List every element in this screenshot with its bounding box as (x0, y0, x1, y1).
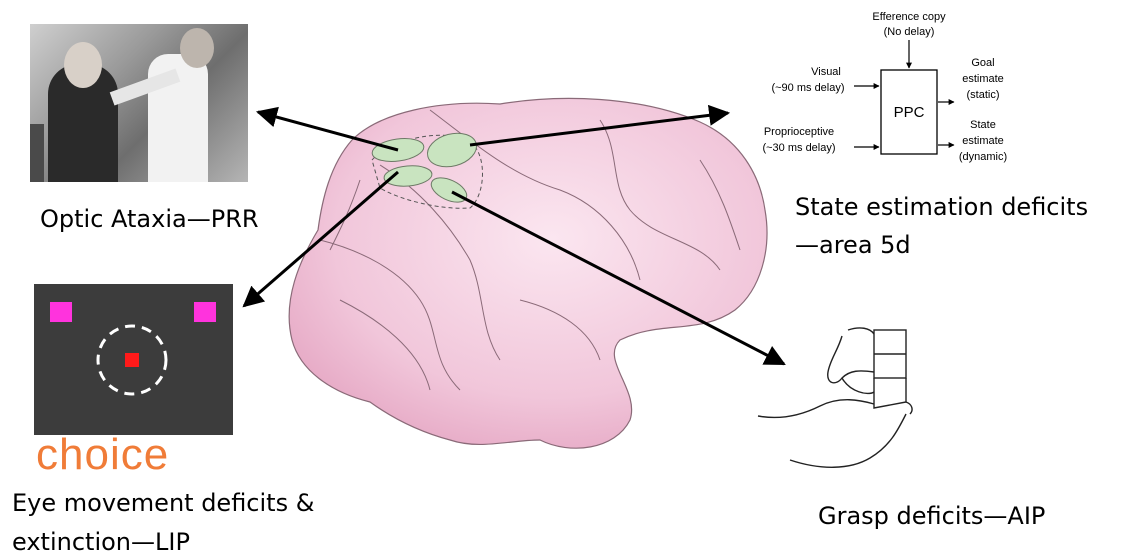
state-label: State (970, 119, 996, 131)
goal-static: (static) (967, 89, 1000, 101)
choice-label: choice (36, 432, 169, 478)
brain-illustration (289, 98, 767, 448)
optic-ataxia-photo (30, 24, 248, 182)
caption-grasp: Grasp deficits—AIP (818, 501, 1045, 531)
fixation-point (125, 353, 139, 367)
goal-estimate: estimate (962, 73, 1004, 85)
caption-eye-movement-line1: Eye movement deficits & (12, 488, 314, 518)
photo-head-standing (180, 28, 214, 68)
state-dynamic: (dynamic) (959, 151, 1007, 163)
proprioceptive-label: Proprioceptive (764, 126, 834, 138)
caption-optic-ataxia: Optic Ataxia—PRR (40, 204, 259, 234)
efference-delay: (No delay) (884, 26, 935, 38)
caption-eye-movement-line2: extinction—LIP (12, 527, 190, 557)
brain-body (289, 98, 767, 448)
choice-task-panel (34, 284, 233, 435)
caption-state-estimation-line1: State estimation deficits (795, 192, 1088, 222)
visual-delay: (~90 ms delay) (771, 82, 844, 94)
photo-chair (30, 124, 44, 182)
visual-label: Visual (811, 66, 841, 78)
target-right (194, 302, 216, 322)
caption-state-estimation-line2: —area 5d (795, 230, 911, 260)
photo-figure-standing (148, 54, 208, 182)
proprioceptive-delay: (~30 ms delay) (762, 142, 835, 154)
target-left (50, 302, 72, 322)
state-estimate: estimate (962, 135, 1004, 147)
grasp-illustration (758, 328, 912, 467)
efference-label: Efference copy (872, 11, 946, 23)
photo-head-seated (64, 42, 102, 88)
ppc-box-label: PPC (894, 104, 925, 121)
goal-label: Goal (971, 57, 994, 69)
task-display (34, 284, 233, 435)
ppc-block-diagram: PPC Efference copy (No delay) Visual (~9… (762, 11, 1007, 163)
